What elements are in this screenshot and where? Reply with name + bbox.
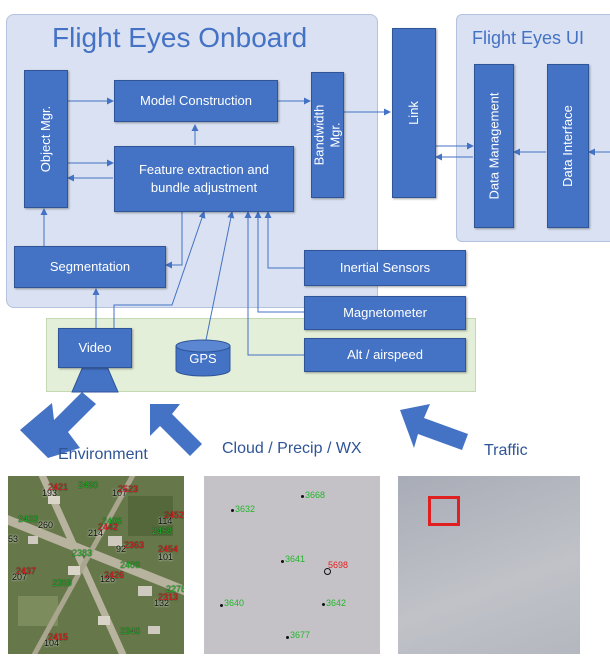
traffic-arrow — [400, 404, 468, 450]
environment-point-label: 2383 — [72, 548, 93, 558]
environment-point-label: 2454 — [158, 544, 179, 554]
environment-point-label: 193 — [42, 488, 58, 498]
environment-point-label: 2490 — [78, 480, 99, 490]
cloud-point-label: 3632 — [235, 504, 256, 514]
aerial-terrain — [8, 476, 184, 654]
environment-point-label: 2426 — [104, 570, 125, 580]
environment-point-label: 2405 — [102, 516, 123, 526]
traffic-image — [398, 476, 580, 654]
cloud-point-label: 3641 — [285, 554, 306, 564]
cloud-point-dot — [301, 495, 304, 498]
object-mgr-box: Object Mgr. — [24, 70, 68, 208]
environment-point-label: 2437 — [16, 566, 37, 576]
data-management-box: Data Management — [474, 64, 514, 228]
model-construction-box: Model Construction — [114, 80, 278, 122]
environment-point-label: 114 — [158, 516, 173, 526]
environment-point-label: 107 — [112, 488, 128, 498]
cloud-point-dot — [286, 636, 289, 639]
data-interface-box: Data Interface — [547, 64, 589, 228]
cloud-point-dot — [322, 603, 325, 606]
environment-point-label: 2523 — [118, 484, 139, 494]
environment-point-label: 2452 — [164, 510, 184, 520]
cloud-arrow — [150, 404, 202, 456]
onboard-title: Flight Eyes Onboard — [52, 22, 308, 53]
environment-point-label: 2278 — [166, 584, 184, 594]
gps-cylinder — [175, 339, 231, 377]
magnetometer-box: Magnetometer — [304, 296, 466, 330]
ui-title: Flight Eyes UI — [472, 28, 585, 48]
cloud-point-dot — [220, 604, 223, 607]
bandwidth-mgr-box: Bandwidth Mgr. — [311, 72, 344, 198]
segmentation-box: Segmentation — [14, 246, 166, 288]
environment-point-label: 132 — [154, 598, 170, 608]
environment-point-label: 207 — [12, 572, 28, 582]
feature-extraction-box: Feature extraction and bundle adjustment — [114, 146, 294, 212]
video-box: Video — [58, 328, 132, 368]
environment-point-label: 2458 — [152, 526, 173, 536]
inertial-sensors-box: Inertial Sensors — [304, 250, 466, 286]
cloud-point-dot — [231, 509, 234, 512]
environment-point-label: 2340 — [120, 626, 141, 636]
cloud-point-label: 3677 — [290, 630, 311, 640]
link-box: Link — [392, 28, 436, 198]
cloud-point-marker — [324, 568, 331, 575]
environment-point-label: 2363 — [124, 540, 145, 550]
environment-point-label: 101 — [158, 552, 174, 562]
environment-point-label: 126 — [100, 574, 116, 584]
environment-point-label: 2415 — [48, 632, 69, 642]
environment-point-label: 2400 — [120, 560, 141, 570]
cloud-point-dot — [281, 560, 284, 563]
environment-point-label: 92 — [116, 544, 127, 554]
environment-point-label: 2421 — [48, 482, 69, 492]
cloud-point-label: 3668 — [305, 490, 326, 500]
cloud-label: Cloud / Precip / WX — [222, 440, 362, 457]
environment-point-label: 214 — [88, 528, 104, 538]
environment-point-label: 53 — [8, 534, 19, 544]
traffic-marker — [428, 496, 460, 526]
camera-lens — [71, 363, 119, 393]
cloud-point-label: 3642 — [326, 598, 347, 608]
cloud-image: 3632 3668 3641 5698 3640 3642 3677 — [204, 476, 380, 654]
environment-point-label: 2359 — [52, 578, 73, 588]
traffic-label: Traffic — [484, 442, 528, 459]
cloud-point-label-red: 5698 — [328, 560, 349, 570]
environment-point-label: 2313 — [158, 592, 179, 602]
environment-point-label: 104 — [44, 638, 60, 648]
gps-label: GPS — [189, 351, 217, 366]
environment-arrow — [20, 392, 96, 458]
cloud-point-label: 3640 — [224, 598, 245, 608]
environment-point-label: 260 — [38, 520, 54, 530]
environment-point-label: 2442 — [98, 522, 119, 532]
environment-point-label: 2433 — [18, 514, 39, 524]
environment-label: Environment — [58, 446, 148, 463]
alt-airspeed-box: Alt / airspeed — [304, 338, 466, 372]
environment-image: 193 107 260 214 92 114 101 207 126 132 104 53 2490 24… — [8, 476, 184, 654]
